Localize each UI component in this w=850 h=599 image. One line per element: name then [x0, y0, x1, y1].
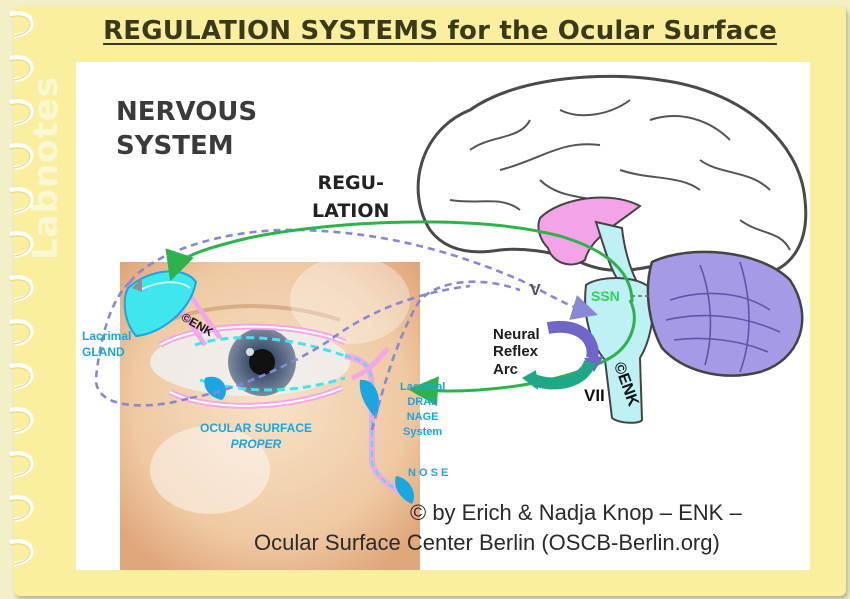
page-title: REGULATION SYSTEMS for the Ocular Surfac…	[103, 16, 777, 46]
nerve-v-label: V	[530, 282, 541, 299]
drainage-line-4: System	[403, 425, 443, 438]
nervous-line-1: NERVOUS	[116, 97, 258, 127]
eye-illustration-icon	[120, 256, 420, 570]
copyright-line-1: © by Erich & Nadja Knop – ENK –	[410, 500, 742, 525]
ocular-surface-line-1: OCULAR SURFACE	[200, 421, 313, 435]
neural-reflex-arc-label: Neural Reflex Arc	[493, 326, 540, 378]
ocular-surface-line-2: PROPER	[230, 437, 282, 452]
lacrimal-gland-label: Lacrimal GLAND	[82, 328, 131, 360]
lacrimal-gland-line-1: Lacrimal	[82, 329, 132, 343]
nervous-system-label: NERVOUS SYSTEM	[116, 96, 257, 164]
ssn-label: SSN	[591, 288, 620, 304]
nose-label: N O S E	[408, 467, 449, 479]
watermark: Labnotes	[26, 75, 66, 260]
ocular-surface-label: OCULAR SURFACE PROPER	[200, 420, 312, 452]
nerve-vii-label: VII	[584, 386, 605, 405]
spiral-binding-ring-icon	[9, 11, 34, 566]
neural-line-1: Neural	[493, 326, 540, 343]
regulation-label: REGU- LATION	[312, 170, 389, 225]
drainage-line-1: Lacrimal	[400, 381, 446, 393]
drainage-line-2: DRAI-	[407, 395, 438, 408]
lacrimal-gland-line-2: GLAND	[82, 345, 125, 360]
drainage-system-label: Lacrimal DRAI- NAGE System	[400, 380, 445, 439]
regulation-line-1: REGU-	[317, 172, 384, 194]
lacrimal-gland-shape-icon	[123, 270, 198, 338]
reflex-arrow-icon	[522, 320, 604, 390]
copyright-line-2: Ocular Surface Center Berlin (OSCB-Berli…	[254, 530, 720, 555]
drainage-line-3: NAGE	[406, 410, 439, 423]
nervous-line-2: SYSTEM	[116, 130, 234, 161]
neural-line-3: Arc	[493, 360, 519, 378]
regulation-line-2: LATION	[312, 199, 390, 222]
neural-line-2: Reflex	[493, 343, 539, 361]
